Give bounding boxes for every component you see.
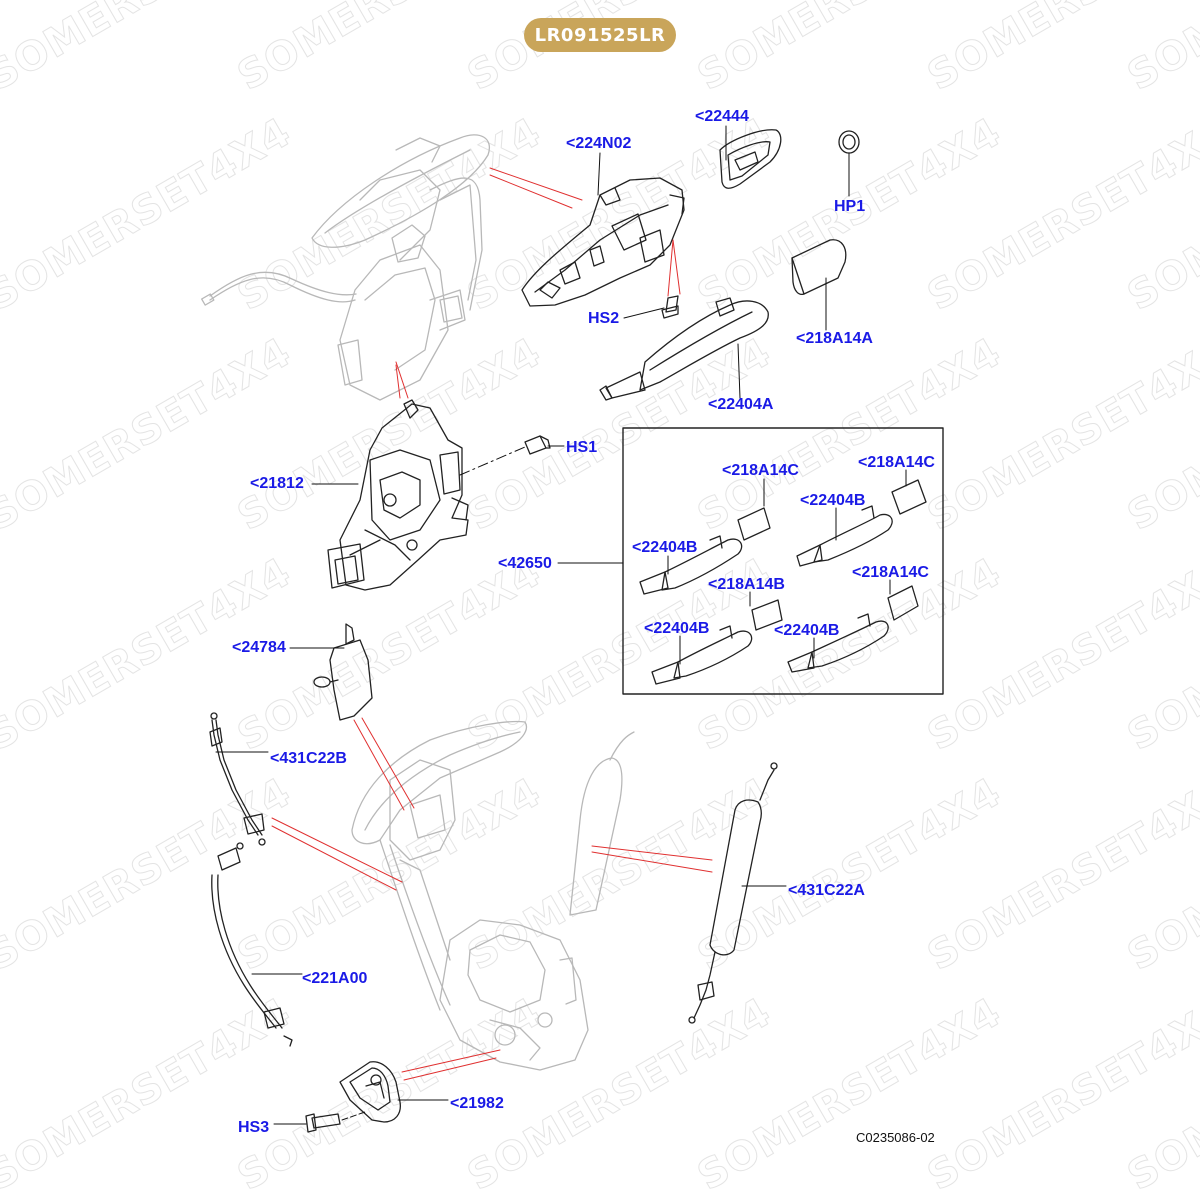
part-HS3-bolt bbox=[305, 1113, 341, 1133]
callout-22404B-1: <22404B bbox=[800, 492, 866, 509]
part-24784-shield bbox=[313, 623, 373, 721]
callout-21812: <21812 bbox=[250, 475, 304, 492]
leader-lines bbox=[215, 125, 907, 1125]
callout-431C22B: <431C22B bbox=[270, 750, 347, 767]
callout-24784: <24784 bbox=[232, 639, 286, 656]
part-431C22A-cable bbox=[688, 762, 778, 1024]
callout-224N02: <224N02 bbox=[566, 135, 632, 152]
kit-42650-box bbox=[622, 427, 944, 695]
callout-42650: <42650 bbox=[498, 555, 552, 572]
kit-handle-2 bbox=[796, 505, 893, 567]
part-21982-striker bbox=[339, 1061, 401, 1123]
callout-21982: <21982 bbox=[450, 1095, 504, 1112]
part-224N02-handle-carrier bbox=[521, 177, 685, 307]
part-HS2-screw bbox=[661, 295, 679, 319]
part-431C22B-cable bbox=[209, 712, 266, 846]
callout-22404A: <22404A bbox=[708, 396, 774, 413]
part-HP1-plug bbox=[838, 130, 860, 154]
callout-HP1: HP1 bbox=[834, 198, 866, 215]
red-leader-lines bbox=[271, 167, 713, 1081]
part-21812-latch-module bbox=[327, 399, 469, 591]
part-number-badge: LR091525LR bbox=[524, 18, 676, 52]
kit-handle-1 bbox=[639, 535, 743, 595]
kit-handle-4 bbox=[787, 613, 889, 673]
kit-cap-3 bbox=[751, 599, 783, 631]
callout-22404B-2: <22404B bbox=[632, 539, 698, 556]
callout-22404B-3: <22404B bbox=[644, 620, 710, 637]
diagram-reference-code: C0235086-02 bbox=[856, 1130, 935, 1145]
part-HS1-screw bbox=[524, 435, 551, 455]
part-218A14A-cap bbox=[791, 239, 847, 296]
callout-22444: <22444 bbox=[695, 108, 749, 125]
callout-218A14C-1: <218A14C bbox=[722, 462, 799, 479]
callout-HS3: HS3 bbox=[238, 1119, 270, 1136]
callout-HS1: HS1 bbox=[566, 439, 598, 456]
ghost-upper-assembly bbox=[201, 134, 490, 401]
kit-cap-2 bbox=[891, 479, 927, 515]
part-221A00-cable bbox=[211, 842, 293, 1047]
callout-221A00: <221A00 bbox=[302, 970, 368, 987]
kit-cap-4 bbox=[887, 585, 919, 621]
callout-218A14C-3: <218A14C bbox=[852, 564, 929, 581]
part-22404A-handle bbox=[599, 297, 769, 401]
callout-218A14A: <218A14A bbox=[796, 330, 873, 347]
callout-218A14B: <218A14B bbox=[708, 576, 785, 593]
callout-HS2: HS2 bbox=[588, 310, 620, 327]
callout-431C22A: <431C22A bbox=[788, 882, 865, 899]
callout-218A14C-2: <218A14C bbox=[858, 454, 935, 471]
kit-cap-1 bbox=[737, 507, 771, 541]
kit-handle-3 bbox=[651, 625, 753, 685]
ghost-lower-assembly bbox=[351, 720, 635, 1071]
callout-22404B-4: <22404B bbox=[774, 622, 840, 639]
part-22444-bezel bbox=[719, 129, 782, 189]
